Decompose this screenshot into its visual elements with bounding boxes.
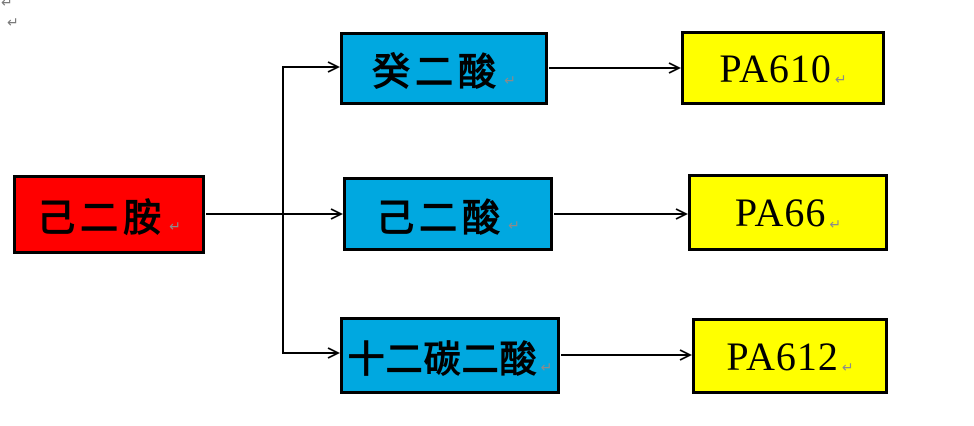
paragraph-mark: ↵ xyxy=(508,218,520,234)
paragraph-mark: ↵ xyxy=(169,218,181,235)
paragraph-mark: ↵ xyxy=(829,216,842,233)
paragraph-mark: ↵ xyxy=(834,72,847,88)
paragraph-mark: ↵ xyxy=(504,72,516,89)
node-label: PA66 xyxy=(734,190,827,235)
node-label: 十二碳二酸 xyxy=(347,339,538,381)
node-hexamethylenediamine[interactable]: 己二胺 ↵ xyxy=(13,175,205,254)
node-adipic-acid[interactable]: 己二酸 ↵ xyxy=(343,177,553,251)
node-pa610[interactable]: PA610 ↵ xyxy=(681,31,885,105)
node-pa66[interactable]: PA66 ↵ xyxy=(688,174,888,251)
node-label: 己二酸 xyxy=(376,197,506,240)
paragraph-mark: ↵ xyxy=(1,0,13,11)
node-label: PA610 xyxy=(719,45,832,91)
node-label: 癸二酸 xyxy=(372,52,502,94)
node-label: PA612 xyxy=(726,333,839,379)
node-dodecanedioic-acid[interactable]: 十二碳二酸 ↵ xyxy=(340,317,560,394)
paragraph-mark: ↵ xyxy=(540,359,553,376)
node-pa612[interactable]: PA612 ↵ xyxy=(692,318,888,394)
paragraph-mark: ↵ xyxy=(7,15,19,31)
node-label: 己二胺 xyxy=(37,198,167,240)
paragraph-mark: ↵ xyxy=(841,360,854,376)
node-sebacic-acid[interactable]: 癸二酸 ↵ xyxy=(340,32,548,105)
